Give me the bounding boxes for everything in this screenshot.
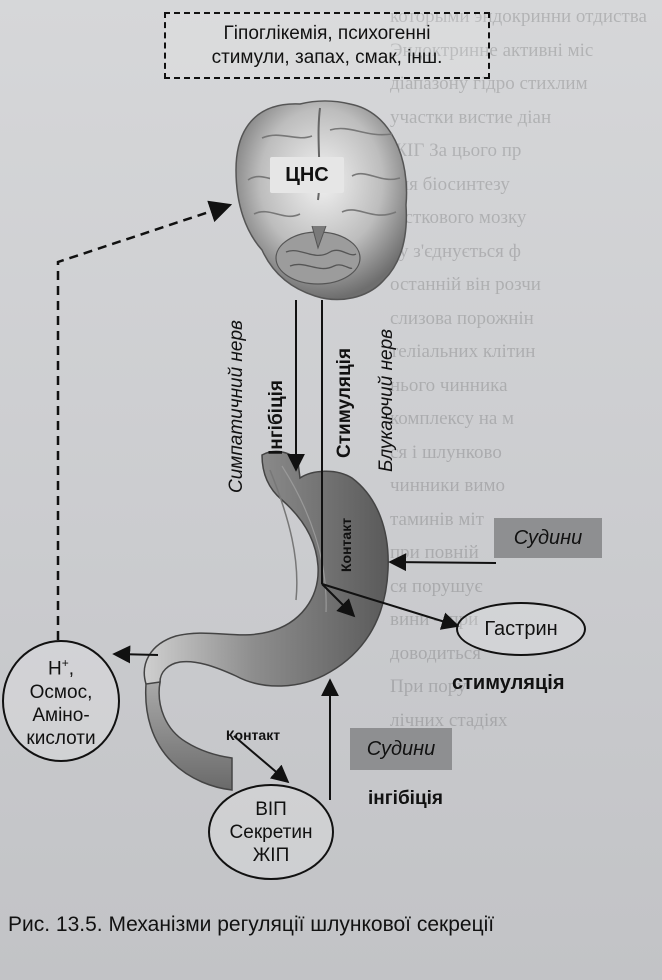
gastrin-label: Гастрин	[484, 617, 558, 640]
background-text-line: комплексу на м	[390, 408, 515, 429]
background-text-line: для біосинтезу	[390, 173, 510, 195]
background-text-line: ся порушує	[390, 575, 483, 597]
stimuli-box: Гіпоглікемія, психогенні стимули, запах,…	[164, 12, 490, 79]
figure-caption: Рис. 13.5. Механізми регуляції шлункової…	[8, 913, 495, 936]
background-text-line: теліальних клітин	[390, 341, 536, 362]
contact-bottom-label: Контакт	[226, 727, 281, 743]
background-text-line: таминів міт	[390, 508, 484, 530]
gastrin-node: Гастрин	[456, 602, 586, 656]
vessels-top-arrow	[388, 553, 497, 572]
background-text-line: слизова порожнін	[390, 307, 534, 329]
vagus-contact-arrow	[321, 583, 356, 618]
contact-bottom-arrow	[233, 735, 290, 784]
background-text-line: ся і шлунково	[390, 441, 502, 463]
background-text-line: при повній	[390, 542, 479, 563]
background-text-line: Эндоктринне активні міс	[390, 39, 594, 61]
background-text-line: При пору	[390, 676, 467, 697]
feedback-line-1: H+,	[48, 652, 74, 680]
vagus-gastrin-arrow	[321, 583, 460, 630]
hormone-vip: ВІП	[255, 798, 287, 820]
inhibition-bottom-label: інгібіція	[368, 788, 444, 809]
background-text-line: кісткового мозку	[390, 207, 527, 228]
cns-label: ЦНС	[270, 157, 344, 193]
feedback-line-2: Осмос,	[29, 681, 93, 703]
hormone-gip: ЖІП	[252, 844, 290, 866]
feedback-line-3: Аміно-	[32, 704, 90, 726]
brain-illustration	[235, 100, 408, 301]
vessels-top-box: Судини	[494, 518, 602, 558]
stimulation-bottom-label: стимуляція	[452, 672, 565, 694]
sympathetic-nerve-label: Симпатичний нерв	[226, 320, 247, 493]
background-text-line: которыми эндокринни отдиства	[390, 6, 647, 27]
hormone-secretin: Секретин	[229, 821, 313, 843]
proton-charge: +	[61, 656, 69, 671]
background-text-line: участки вистие діан	[390, 106, 552, 128]
contact-top-label: Контакт	[338, 517, 354, 572]
feedback-dashed-arrow	[56, 200, 233, 640]
vagus-nerve-label: Блукаючий нерв	[376, 328, 397, 472]
stimuli-line-1: Гіпоглікемія, психогенні	[223, 22, 431, 44]
proton-symbol: H	[47, 658, 62, 680]
feedback-node: H+, Осмос, Аміно- кислоти	[2, 640, 120, 762]
background-text-line: чинники вимо	[390, 475, 506, 496]
background-text-line: нього чинника	[390, 374, 508, 396]
stomach-illustration	[143, 450, 389, 791]
feedback-line-4: кислоти	[26, 727, 96, 749]
stomach-to-feedback-arrow	[112, 645, 159, 664]
background-text-line: останній він розчи	[390, 274, 541, 295]
hormones-node: ВІП Секретин ЖІП	[208, 784, 334, 880]
proton-comma: ,	[68, 658, 75, 680]
background-text-line: ку з'єднується ф	[390, 240, 521, 262]
vessels-bottom-box: Судини	[350, 728, 452, 770]
background-text-line: лічних стадіях	[390, 709, 508, 731]
inhibition-top-label: Інгібіція	[266, 379, 287, 455]
background-text-line: ЖІГ За цього пр	[390, 140, 522, 161]
stimulation-top-label: Стимуляція	[334, 347, 355, 458]
stimuli-line-2: стимули, запах, смак, інш.	[211, 46, 443, 68]
background-text-line: доводиться	[390, 642, 481, 664]
